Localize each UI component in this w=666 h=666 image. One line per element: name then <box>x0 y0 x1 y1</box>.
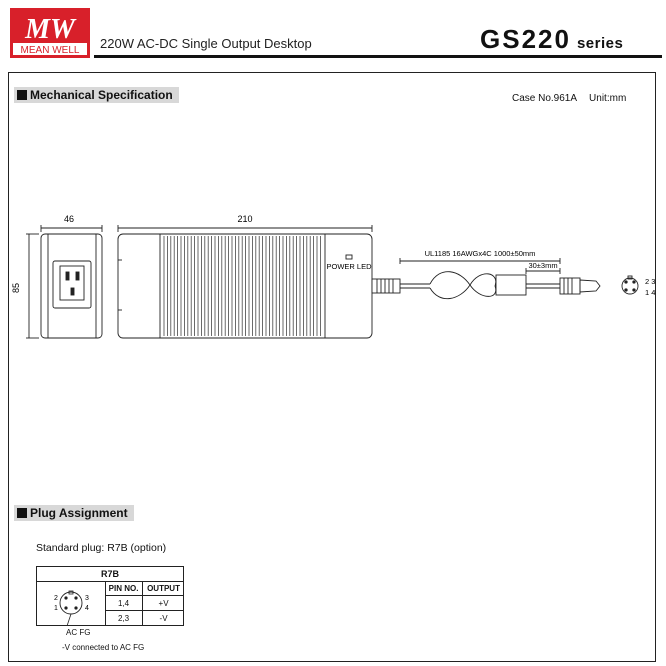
square-bullet-icon <box>17 90 27 100</box>
plug-pinout-diagram: 2 1 3 4 <box>37 581 106 627</box>
output-cell: -V <box>159 613 168 623</box>
pin-output-table: PIN NO. OUTPUT 1,4 +V 2,3 -V <box>105 581 184 625</box>
column-header-pin: PIN NO. <box>105 581 144 596</box>
side-view <box>26 225 103 339</box>
model-number: GS220 <box>480 24 571 54</box>
ground-note: -V connected to AC FG <box>62 643 145 652</box>
plug-assignment-heading-text: Plug Assignment <box>30 506 128 520</box>
cable-spec-label: UL1185 16AWGx4C 1000±50mm <box>425 249 536 258</box>
length-dimension: 210 <box>237 214 252 224</box>
case-number: Case No.961A <box>512 93 578 104</box>
header-rule <box>94 55 662 58</box>
standard-plug-text: Standard plug: R7B (option) <box>36 542 167 554</box>
pin-2-label: 2 <box>54 595 58 602</box>
pin-4-label: 4 <box>85 605 89 612</box>
height-dimension: 85 <box>11 283 21 293</box>
table-row: 2,3 -V <box>105 610 184 625</box>
ferrite-dimension: 30±3mm <box>528 261 557 270</box>
pin-3-label: 3 <box>85 595 89 602</box>
connector-pins-bottom: 1 4 <box>645 288 655 297</box>
pin-cell: 2,3 <box>105 610 144 625</box>
ac-fg-label: AC FG <box>66 628 91 637</box>
plug-assignment-heading: Plug Assignment <box>14 505 134 521</box>
output-cell: +V <box>142 595 184 611</box>
case-info: Case No.961A Unit:mm <box>512 93 626 104</box>
top-view <box>117 225 373 339</box>
pin-1-label: 1 <box>54 605 58 612</box>
square-bullet-icon <box>17 508 27 518</box>
unit-label: Unit:mm <box>589 93 627 104</box>
document-title: 220W AC-DC Single Output Desktop <box>100 36 312 51</box>
content-frame <box>8 72 656 662</box>
heatsink-fins <box>163 236 321 336</box>
depth-dimension: 46 <box>64 214 74 224</box>
plug-table-title: R7B <box>37 567 183 582</box>
series-label: series <box>576 35 624 52</box>
column-header-output: OUTPUT <box>142 581 184 596</box>
logo-mark: MW <box>24 14 77 45</box>
mean-well-logo: MW MEAN WELL <box>10 8 90 58</box>
power-led-label: POWER LED <box>326 262 372 271</box>
dc-cable <box>371 258 639 299</box>
pin-cell: 1,4 <box>105 595 144 611</box>
mechanical-spec-heading: Mechanical Specification <box>14 87 179 103</box>
mechanical-spec-heading-text: Mechanical Specification <box>30 88 173 102</box>
table-row: 1,4 +V <box>105 595 184 611</box>
plug-assignment-table: R7B 2 1 3 4 PIN NO. OUTPUT 1,4 +V 2,3 -V <box>36 566 184 627</box>
model-name: GS220 series <box>480 24 623 55</box>
logo-text: MEAN WELL <box>21 45 80 56</box>
table-header-row: PIN NO. OUTPUT <box>105 581 184 596</box>
connector-pins-top: 2 3 <box>645 277 655 286</box>
din-connector-icon: 2 1 3 4 <box>54 590 89 627</box>
